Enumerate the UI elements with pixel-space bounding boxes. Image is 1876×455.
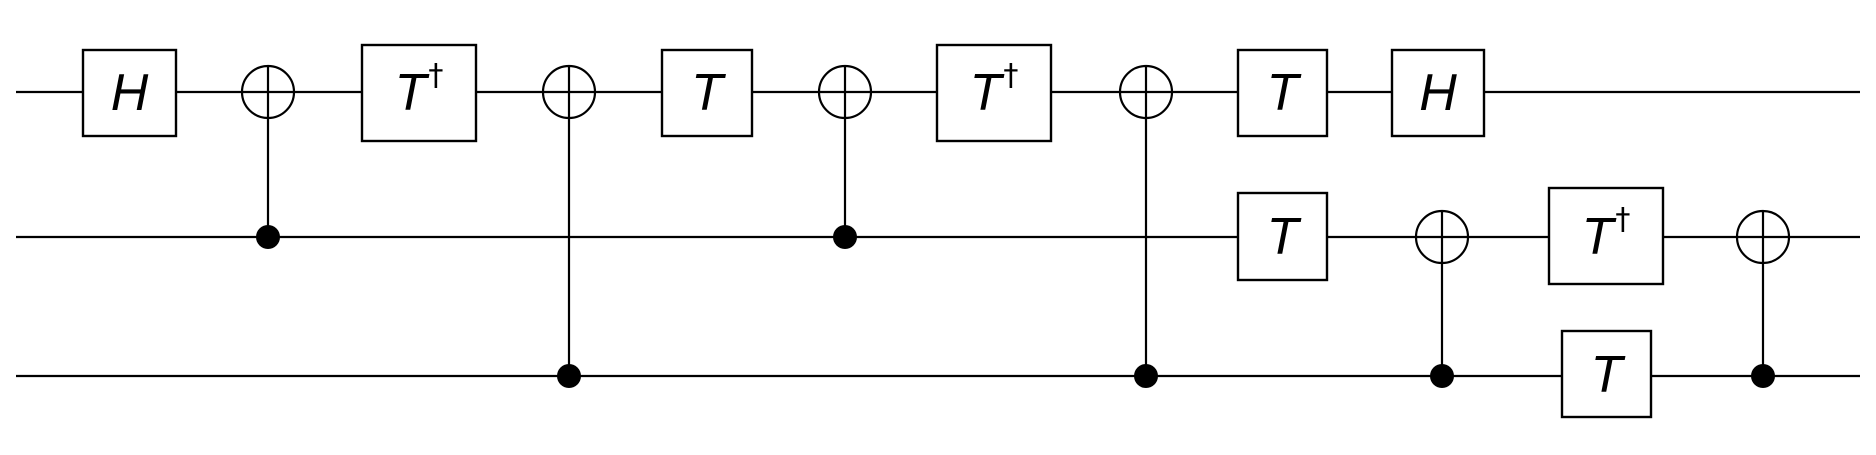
- gate-label: T: [1591, 346, 1626, 404]
- gate-t: T: [1236, 48, 1329, 138]
- cnot-gate: [541, 64, 597, 388]
- gate-label: T: [1267, 64, 1302, 122]
- gate-box: [1560, 329, 1653, 419]
- gate-box: [1236, 191, 1329, 282]
- control-dot-icon: [557, 364, 581, 388]
- control-dot-icon: [1430, 364, 1454, 388]
- cnot-gate: [1414, 209, 1470, 388]
- gate-box: [1390, 48, 1486, 138]
- gate-t-dagger: T†: [360, 43, 478, 143]
- gate-label: T†: [1582, 202, 1631, 267]
- control-dot-icon: [833, 225, 857, 249]
- gate-box: [1547, 186, 1665, 286]
- gate-box: [1236, 48, 1329, 138]
- gate-label: T: [691, 64, 726, 122]
- gate-label: H: [111, 64, 149, 122]
- cnot-gate: [1735, 209, 1791, 388]
- gate-t: T: [1560, 329, 1653, 419]
- cnot-gate: [817, 64, 873, 249]
- gate-t: T: [1236, 191, 1329, 282]
- control-dot-icon: [256, 225, 280, 249]
- control-dot-icon: [1134, 364, 1158, 388]
- gate-box: [660, 48, 754, 138]
- gate-h: H: [1390, 48, 1486, 138]
- gate-t-dagger: T†: [1547, 186, 1665, 286]
- gate-box: [81, 48, 178, 138]
- gate-h: H: [81, 48, 178, 138]
- gate-label: H: [1419, 64, 1457, 122]
- control-dot-icon: [1751, 364, 1775, 388]
- cnot-gate: [240, 64, 296, 249]
- gate-label: T: [1267, 208, 1302, 266]
- gate-label: T†: [970, 58, 1019, 123]
- gate-box: [935, 43, 1053, 143]
- gate-label: T†: [395, 58, 444, 123]
- gate-box: [360, 43, 478, 143]
- gate-t-dagger: T†: [935, 43, 1053, 143]
- gate-t: T: [660, 48, 754, 138]
- cnot-gate: [1118, 64, 1174, 388]
